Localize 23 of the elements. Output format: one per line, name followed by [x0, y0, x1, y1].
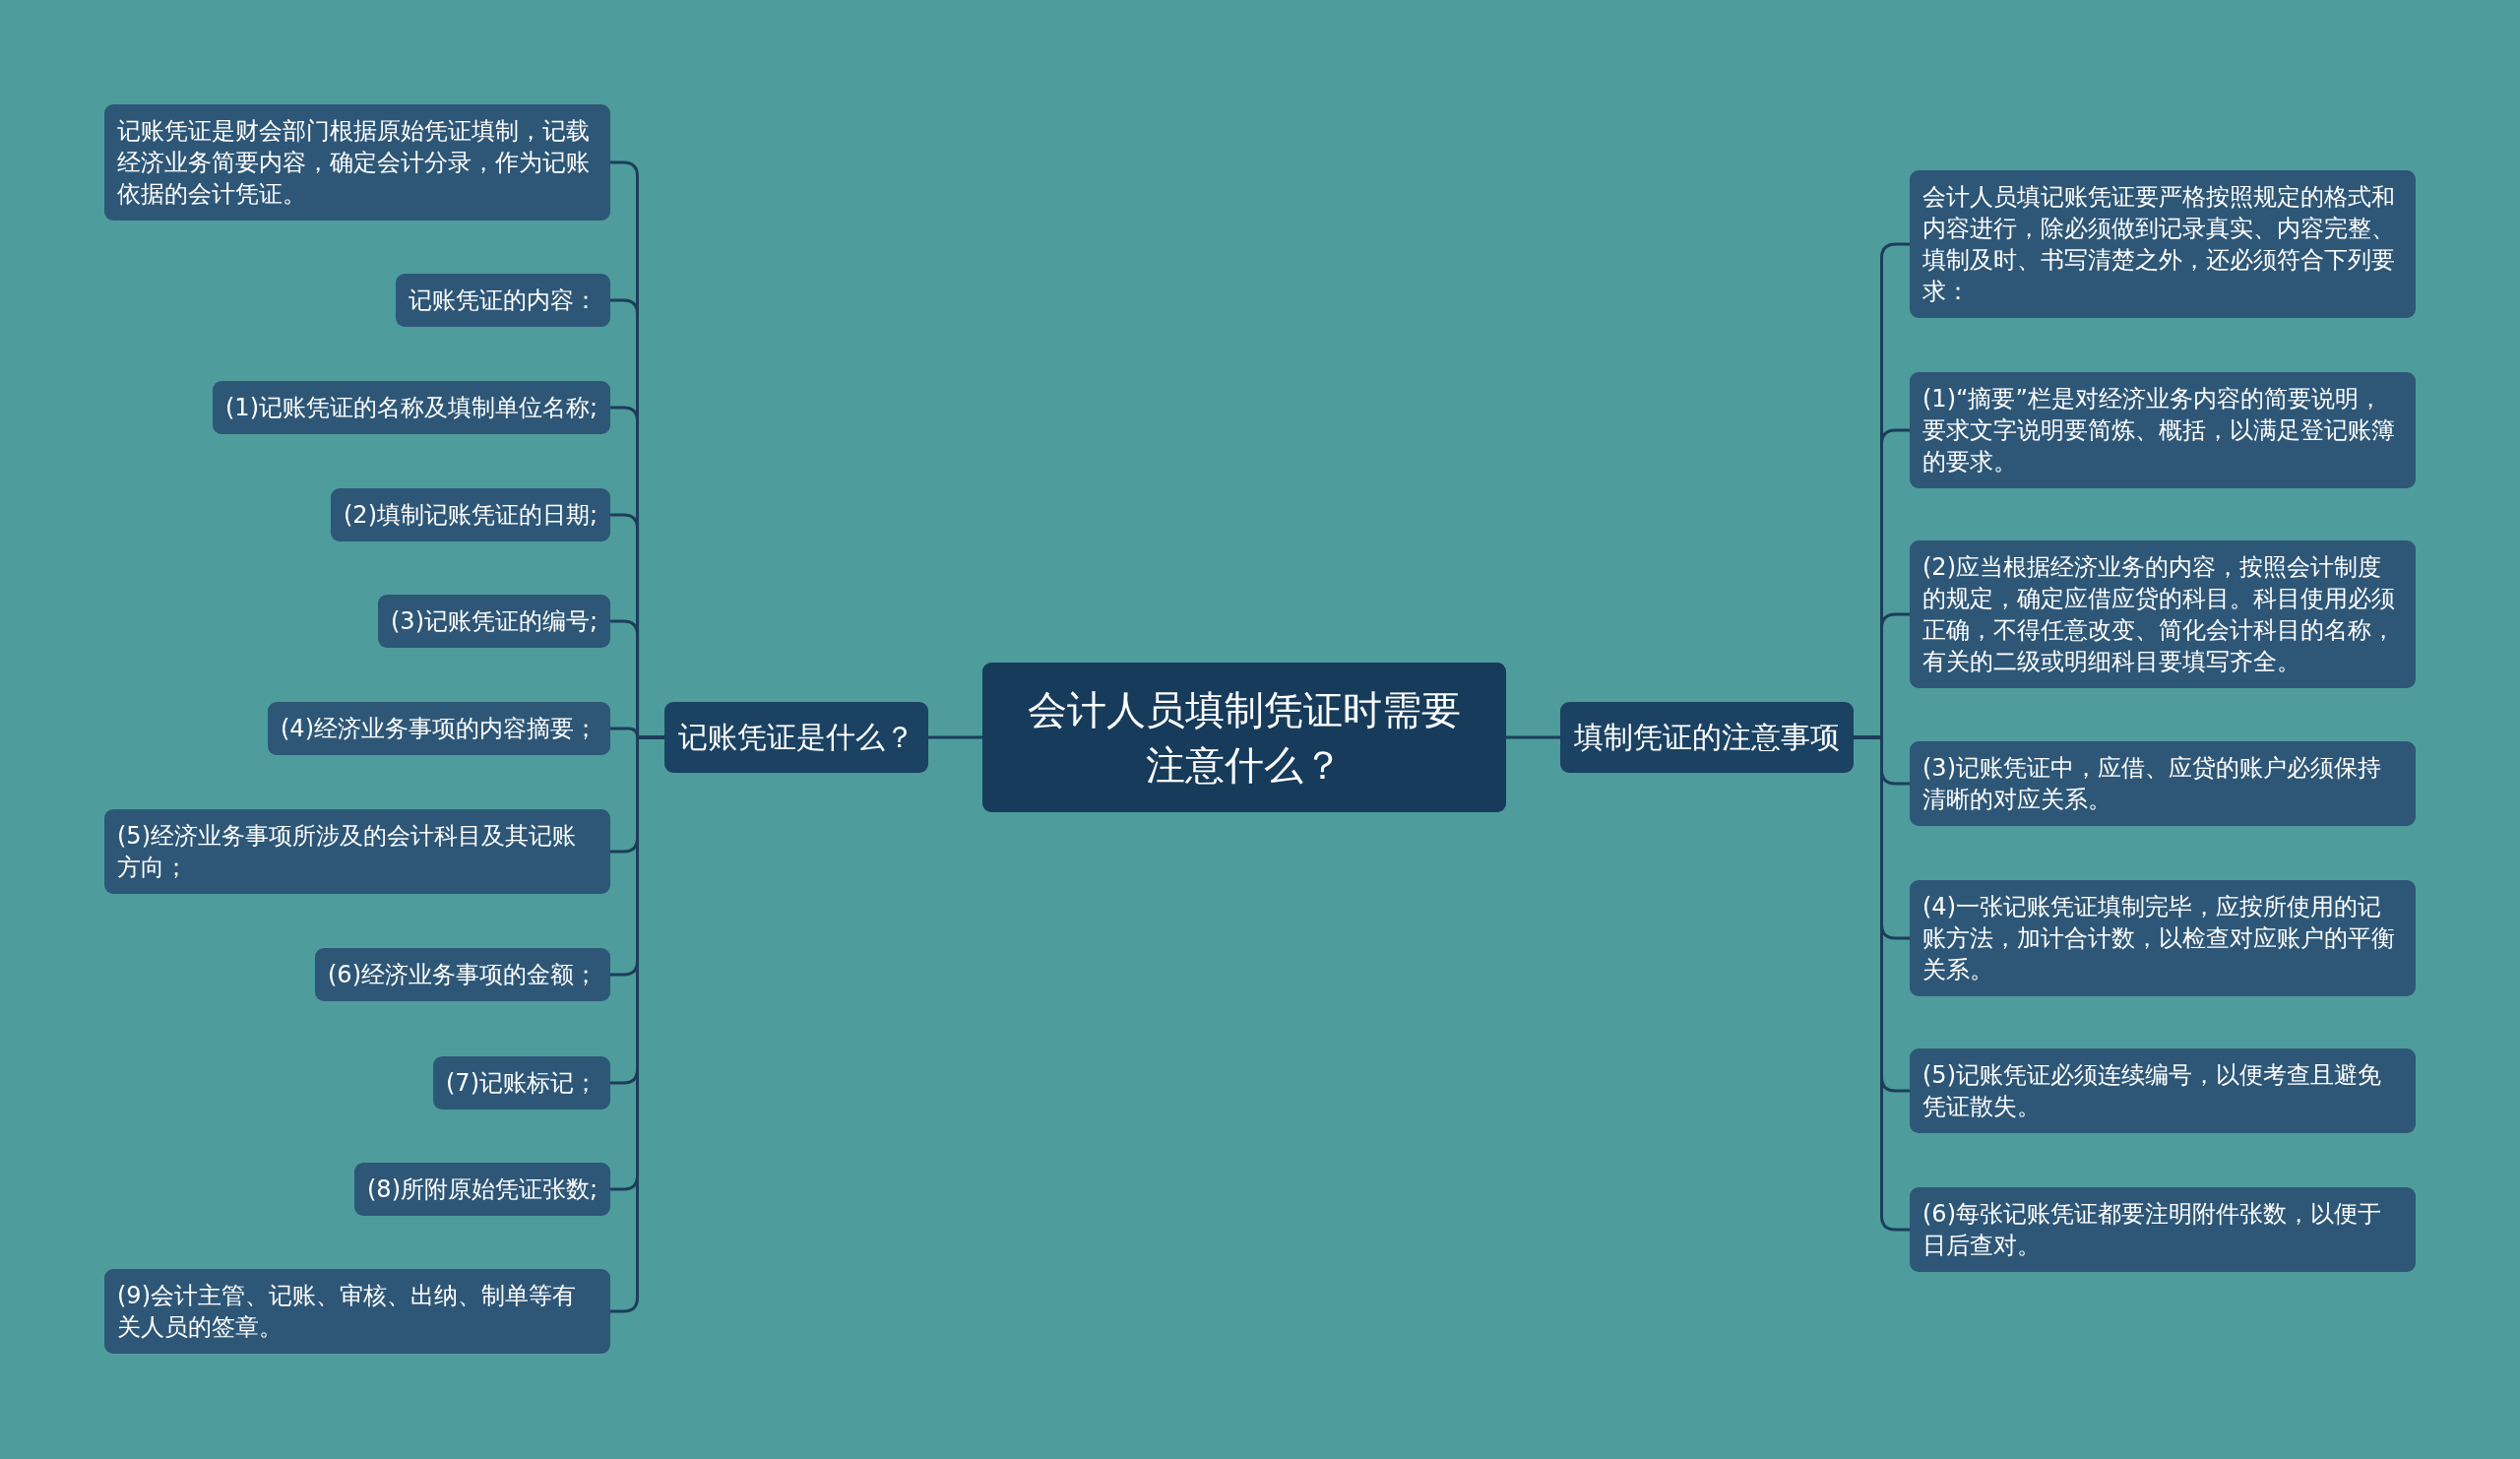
note-box: 记账凭证是财会部门根据原始凭证填制，记载经济业务简要内容，确定会计分录，作为记账依据的会计凭证。: [104, 104, 610, 221]
note-box: (5)经济业务事项所涉及的会计科目及其记账方向；: [104, 809, 610, 894]
connector-line: [928, 735, 982, 739]
note-box: 记账凭证的内容：: [396, 274, 610, 327]
note-box: (3)记账凭证中，应借、应贷的账户必须保持清晰的对应关系。: [1910, 741, 2416, 826]
branch-topic-box: 记账凭证是什么？: [664, 702, 928, 773]
note-box: (8)所附原始凭证张数;: [354, 1163, 611, 1216]
note-box: (5)记账凭证必须连续编号，以便考查且避免凭证散失。: [1910, 1048, 2416, 1133]
note-box: (9)会计主管、记账、审核、出纳、制单等有关人员的签章。: [104, 1269, 610, 1354]
central-topic-box: 会计人员填制凭证时需要注意什么？: [982, 663, 1506, 812]
note-box: (4)经济业务事项的内容摘要；: [268, 702, 610, 755]
note-box: (4)一张记账凭证填制完毕，应按所使用的记账方法，加计合计数，以检查对应账户的平衡关系。: [1910, 880, 2416, 996]
note-box: (2)填制记账凭证的日期;: [331, 488, 611, 541]
note-box: (1)“摘要”栏是对经济业务内容的简要说明，要求文字说明要简炼、概括，以满足登记账簿的要求。: [1910, 372, 2416, 488]
connector-line: [1506, 735, 1560, 739]
note-box: 会计人员填记账凭证要严格按照规定的格式和内容进行，除必须做到记录真实、内容完整、填制及时、书写清楚之外，还必须符合下列要求：: [1910, 170, 2416, 318]
note-box: (2)应当根据经济业务的内容，按照会计制度的规定，确定应借应贷的科目。科目使用必须正确，不得任意改变、简化会计科目的名称，有关的二级或明细科目要填写齐全。: [1910, 540, 2416, 688]
note-box: (6)经济业务事项的金额；: [315, 948, 610, 1001]
note-box: (1)记账凭证的名称及填制单位名称;: [213, 381, 611, 434]
note-box: (7)记账标记；: [433, 1056, 610, 1110]
note-box: (6)每张记账凭证都要注明附件张数，以便于日后查对。: [1910, 1187, 2416, 1272]
branch-topic-box: 填制凭证的注意事项: [1560, 702, 1854, 773]
note-box: (3)记账凭证的编号;: [378, 595, 611, 648]
